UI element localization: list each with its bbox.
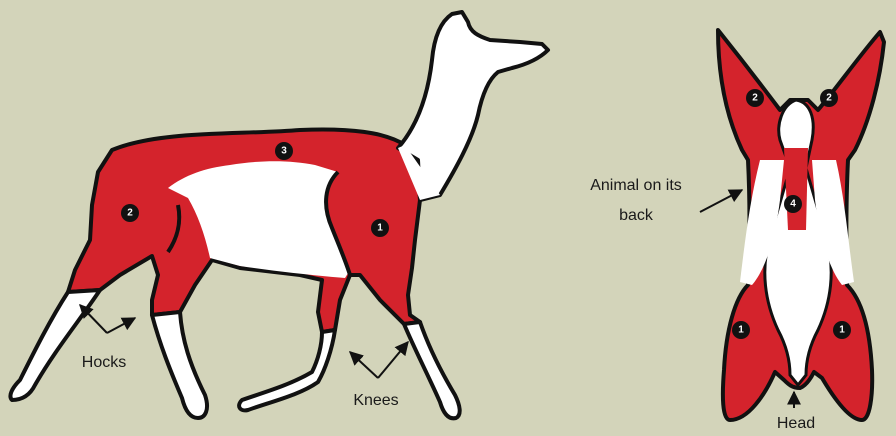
deer-side-view: 1 2 3 Hocks Knees (10, 12, 548, 418)
knees-arrow-right (378, 342, 408, 378)
hocks-arrow-right (107, 318, 135, 333)
marker-top-1-right: 1 (839, 325, 845, 336)
hind-leg-lower-left (10, 290, 100, 400)
fore-leg-lower-right (404, 322, 460, 418)
hind-leg-lower-right (152, 312, 207, 418)
marker-top-2-left: 2 (752, 93, 758, 104)
marker-top-1-left: 1 (738, 325, 744, 336)
hocks-arrow-left (80, 305, 107, 333)
label-head: Head (777, 415, 815, 432)
fore-leg-lower-left (239, 330, 335, 410)
marker-side-1: 1 (377, 223, 383, 234)
top-view-cut-4 (784, 148, 808, 230)
marker-top-4: 4 (790, 199, 796, 210)
deer-top-view: 2 2 4 1 1 Animal on its back Head (590, 30, 884, 432)
marker-side-2: 2 (127, 208, 133, 219)
label-animal-on-back-line1: Animal on its (590, 177, 682, 194)
marker-top-2-right: 2 (826, 93, 832, 104)
marker-side-3: 3 (281, 146, 287, 157)
knees-arrow-left (350, 352, 378, 378)
label-knees: Knees (353, 392, 398, 409)
label-animal-on-back-line2: back (619, 207, 654, 224)
animal-on-back-arrow (700, 190, 742, 212)
label-hocks: Hocks (82, 354, 126, 371)
